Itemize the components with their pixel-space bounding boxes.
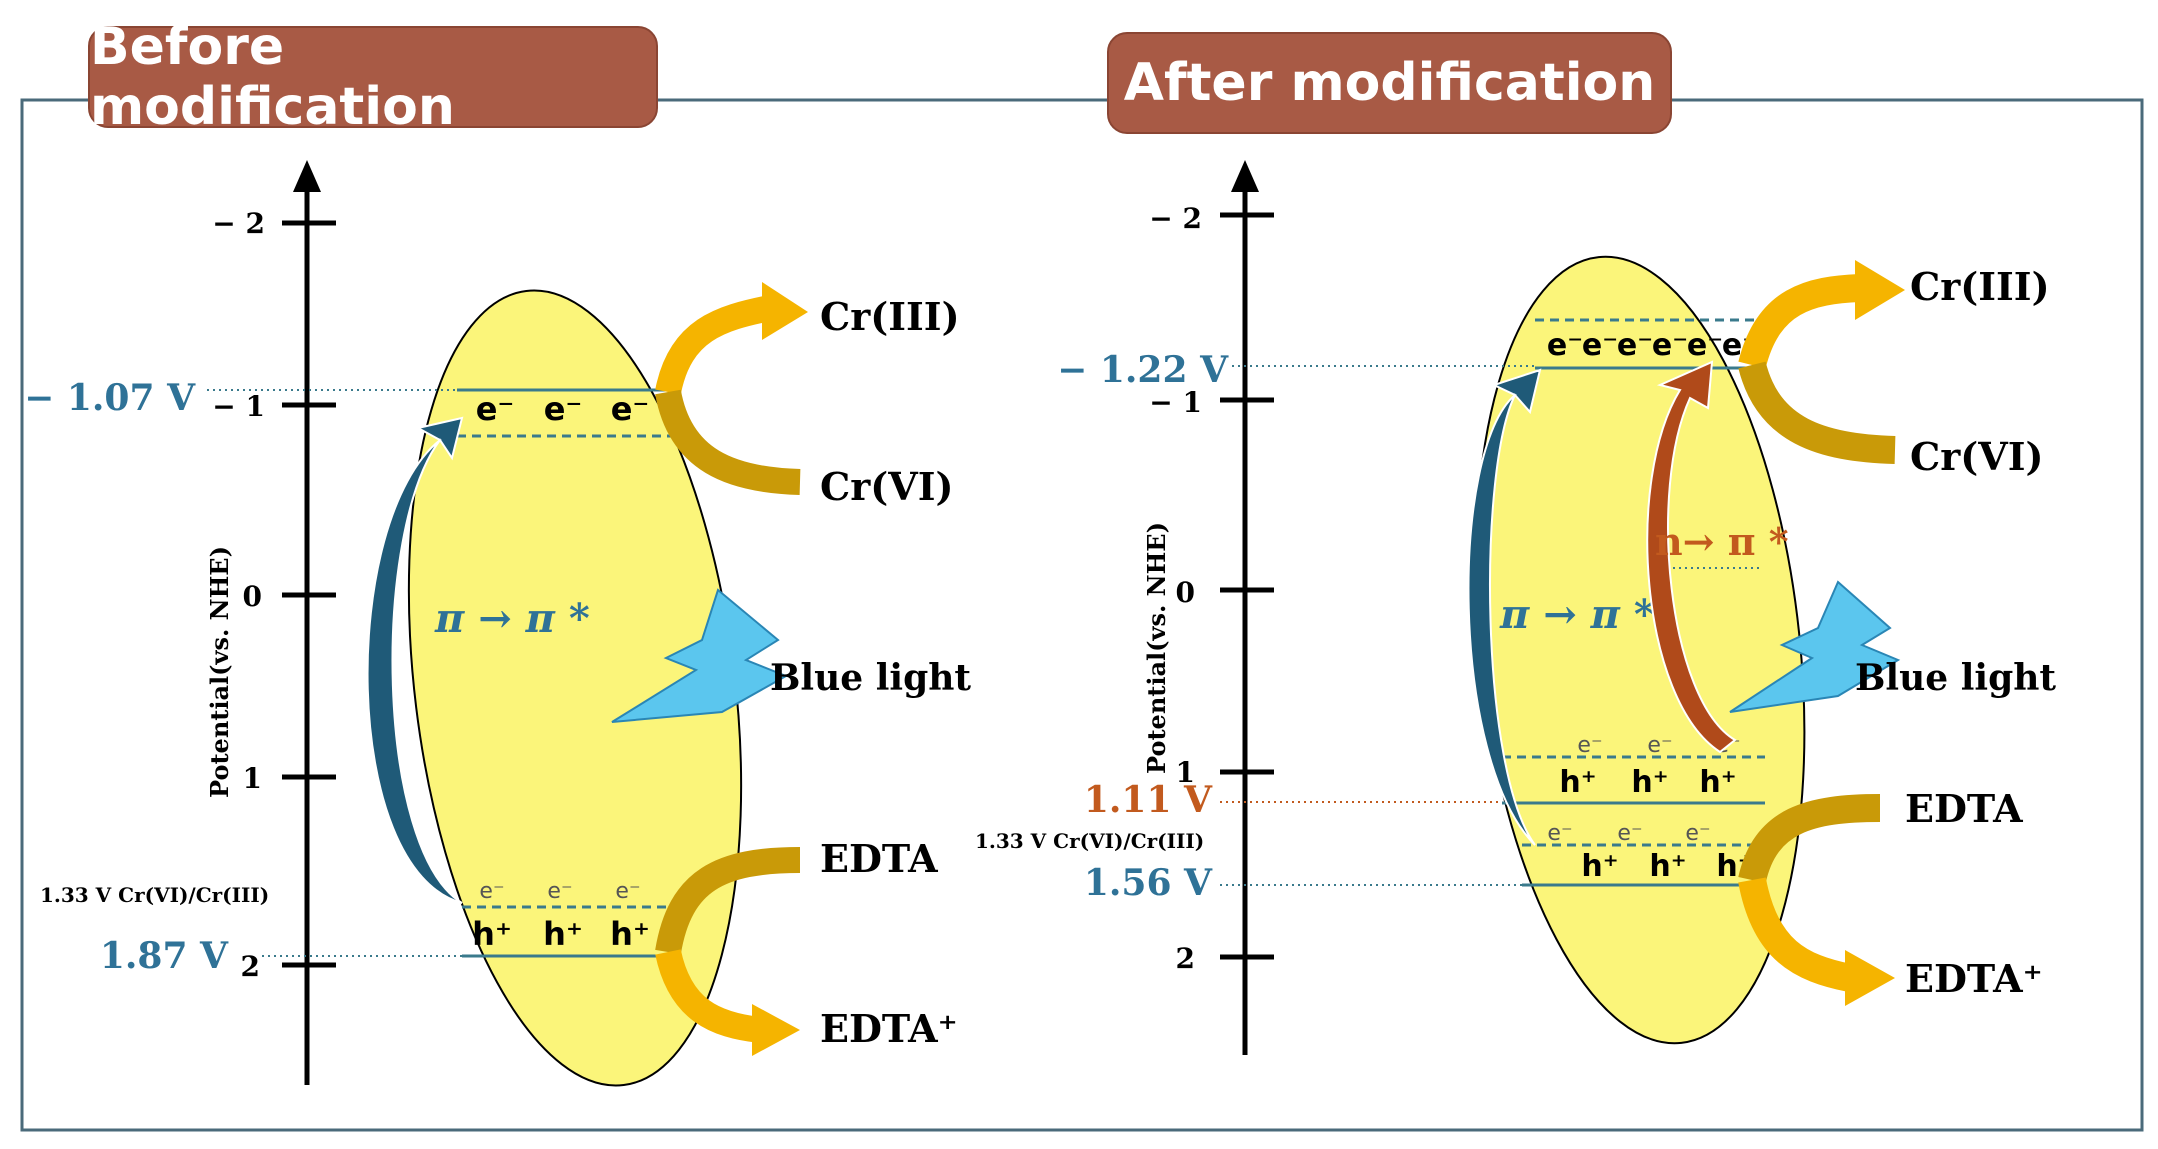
cr3-label: Cr(III) xyxy=(1910,264,2050,309)
trap-electron: e⁻ xyxy=(1617,821,1642,846)
edta-plus-label: EDTA⁺ xyxy=(1905,956,2043,1001)
hole: h⁺ xyxy=(1699,765,1736,800)
axis-arrow-head xyxy=(1231,160,1259,192)
tick-label: − 2 xyxy=(1149,202,1202,235)
oxidation-arrow-head xyxy=(752,1004,800,1056)
hole: h⁺ xyxy=(610,915,650,953)
oxidation-arrow-upper xyxy=(1738,794,1881,884)
tick-label: − 1 xyxy=(212,390,265,423)
tick-label: − 1 xyxy=(1149,386,1202,419)
hole: h⁺ xyxy=(1631,765,1668,800)
redox-label: 1.33 V Cr(VI)/Cr(III) xyxy=(40,883,269,907)
axis-ticks xyxy=(1220,212,1274,960)
trap-electron: e⁻ xyxy=(1577,733,1602,758)
axis-label: Potential(vs. NHE) xyxy=(205,546,234,798)
title-before: Before modification xyxy=(88,17,658,137)
tick-label: − 2 xyxy=(212,207,265,240)
reduction-arrow-upper xyxy=(655,295,773,395)
electron: e⁻ xyxy=(1547,328,1583,363)
excitation-arrow xyxy=(366,416,464,904)
mid-potential: 1.11 V xyxy=(1084,779,1213,821)
light-label: Blue light xyxy=(1855,657,2056,699)
vb-potential: 1.56 V xyxy=(1084,862,1213,904)
pi-excitation-arrow xyxy=(1467,368,1542,846)
cr6-label: Cr(VI) xyxy=(820,464,953,509)
electron: e⁻ xyxy=(544,390,583,428)
title-after: After modification xyxy=(1107,32,1672,134)
oxidation-arrow-lower xyxy=(1738,877,1853,992)
axis-label: Potential(vs. NHE) xyxy=(1142,522,1171,774)
transition-label: π → π * xyxy=(434,595,590,642)
electron: e⁻ xyxy=(611,390,650,428)
trap-electron: e⁻ xyxy=(615,879,640,904)
reduction-arrow-head xyxy=(762,282,808,340)
trap-electron: e⁻ xyxy=(1685,821,1710,846)
oxidation-arrow-head xyxy=(1845,950,1895,1006)
pi-transition-label: π → π * xyxy=(1499,591,1655,638)
tick-label: 0 xyxy=(243,580,262,613)
reduction-arrow-lower xyxy=(655,389,801,495)
edta-label: EDTA xyxy=(1905,786,2023,831)
hole: h⁺ xyxy=(1559,765,1596,800)
redox-label: 1.33 V Cr(VI)/Cr(III) xyxy=(975,829,1204,853)
panel-before: − 2 − 1 0 1 2 Potential(vs. NHE) − 1.07 … xyxy=(24,160,971,1087)
oxidation-arrow-lower xyxy=(655,948,762,1043)
hole: h⁺ xyxy=(472,915,512,953)
electron: e⁻ xyxy=(1687,328,1723,363)
hole: h⁺ xyxy=(1581,849,1618,884)
cb-potential: − 1.22 V xyxy=(1057,349,1229,391)
outer-frame xyxy=(20,98,2144,1132)
reduction-arrow-upper xyxy=(1738,274,1861,369)
trap-electron: e⁻ xyxy=(1547,821,1572,846)
edta-plus-label: EDTA⁺ xyxy=(820,1006,958,1051)
cr6-label: Cr(VI) xyxy=(1910,434,2043,479)
electron: e⁻ xyxy=(1617,328,1653,363)
trap-electron: e⁻ xyxy=(547,879,572,904)
n-excitation-arrow xyxy=(1646,360,1737,754)
tick-label: 2 xyxy=(1176,942,1195,975)
vb-potential: 1.87 V xyxy=(100,935,229,977)
axis-arrow-head xyxy=(293,160,321,192)
tick-label: 2 xyxy=(241,950,260,983)
lightning-bolt-icon xyxy=(1729,580,1901,713)
reduction-arrow-lower xyxy=(1738,361,1896,464)
reduction-arrow-head xyxy=(1855,260,1905,320)
hole: h⁺ xyxy=(543,915,583,953)
trap-electron: e⁻ xyxy=(479,879,504,904)
electron: e⁻ xyxy=(1582,328,1618,363)
panel-after: − 2 − 1 0 1 2 Potential(vs. NHE) − 1.22 … xyxy=(975,160,2056,1055)
electron: e⁻ xyxy=(1652,328,1688,363)
axis-ticks xyxy=(282,220,336,968)
electron: e⁻ xyxy=(476,390,515,428)
hole: h⁺ xyxy=(1649,849,1686,884)
light-label: Blue light xyxy=(770,657,971,699)
trap-electron: e⁻ xyxy=(1647,733,1672,758)
tick-label: 1 xyxy=(1176,756,1195,789)
cb-potential: − 1.07 V xyxy=(24,377,196,419)
tick-label: 0 xyxy=(1176,576,1195,609)
edta-label: EDTA xyxy=(820,836,938,881)
n-transition-label: n→ π * xyxy=(1655,519,1789,564)
cr3-label: Cr(III) xyxy=(820,294,960,339)
tick-label: 1 xyxy=(243,762,262,795)
oxidation-arrow-upper xyxy=(655,847,801,955)
lightning-bolt-icon xyxy=(611,588,789,723)
